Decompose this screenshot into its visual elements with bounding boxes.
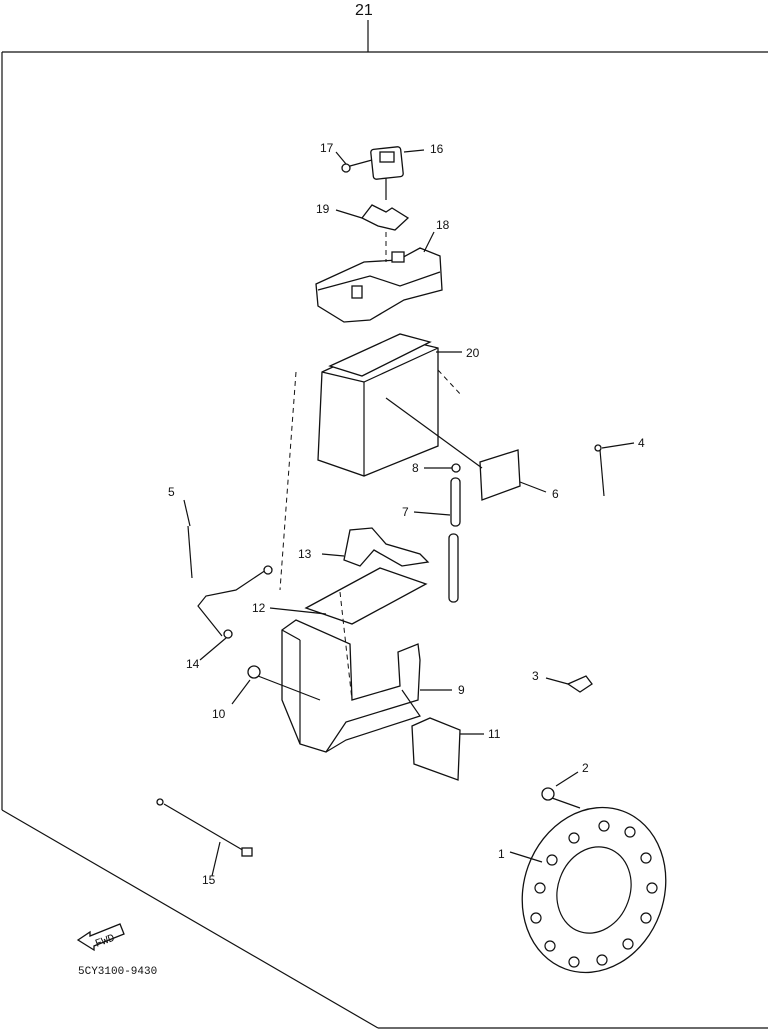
callout-8: 8 (412, 461, 419, 475)
bolt-part-10 (231, 665, 321, 705)
callout-18: 18 (436, 218, 450, 232)
callout-6: 6 (552, 487, 559, 501)
screw-part-17 (335, 151, 373, 173)
callout-7: 7 (402, 505, 409, 519)
battery-band-part-13 (321, 527, 430, 567)
callout-15: 15 (202, 873, 216, 887)
bracket-part-19 (335, 204, 410, 231)
battery-case-part-9 (279, 371, 452, 753)
diagram-frame (1, 20, 768, 1029)
battery-cover-part-18 (315, 231, 443, 323)
plate-part-11 (411, 717, 484, 781)
group-number-21: 21 (355, 2, 373, 19)
damper-part-12 (269, 567, 428, 625)
starter-relay-part-16 (370, 146, 425, 200)
drawing-code: 5CY3100-9430 (78, 966, 157, 978)
breather-hose-part-7 (413, 477, 461, 603)
band-part-5 (183, 499, 193, 579)
battery-part-20 (317, 333, 463, 477)
clamp-part-8 (424, 463, 461, 473)
callout-19: 19 (316, 202, 330, 216)
callout-5: 5 (168, 485, 175, 499)
forward-arrow-icon: FWD (76, 923, 125, 952)
callout-10: 10 (212, 707, 226, 721)
callout-16: 16 (430, 142, 444, 156)
callout-4: 4 (638, 436, 645, 450)
pin-part-4 (594, 442, 635, 497)
brake-disc-part-1 (509, 806, 667, 974)
callout-13: 13 (298, 547, 312, 561)
bolt-part-2 (541, 771, 581, 809)
callout-2: 2 (582, 761, 589, 775)
cable-part-15 (156, 798, 253, 877)
callout-14: 14 (186, 657, 200, 671)
callout-9: 9 (458, 683, 465, 697)
callout-12: 12 (252, 601, 266, 615)
callout-1: 1 (498, 847, 505, 861)
callout-17: 17 (320, 141, 334, 155)
callout-11: 11 (488, 727, 501, 741)
clip-part-3 (545, 675, 593, 693)
minus-lead-part-14 (197, 565, 273, 661)
callout-20: 20 (466, 346, 480, 360)
pad-part-6 (385, 397, 547, 501)
callout-3: 3 (532, 669, 539, 683)
